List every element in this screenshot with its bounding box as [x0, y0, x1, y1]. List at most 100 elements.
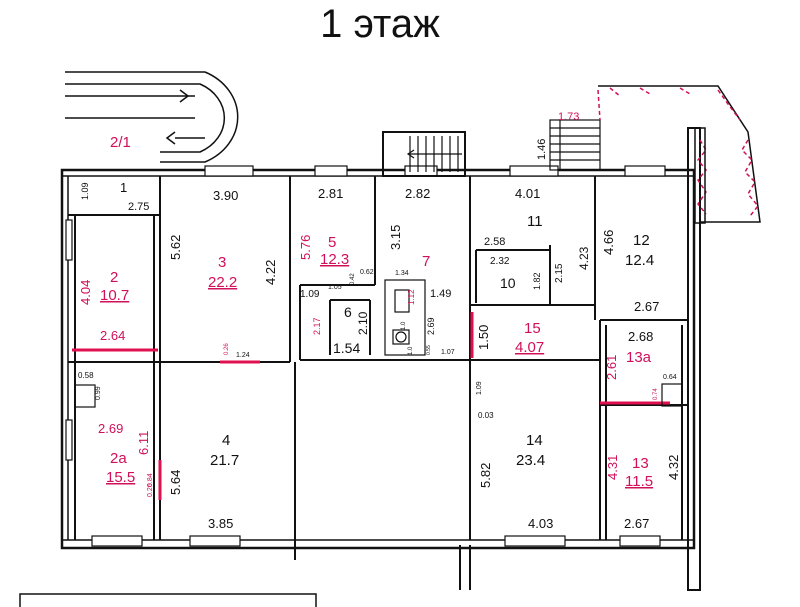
room-11-dim: 4.23	[577, 246, 591, 270]
room-7-dim: 1.0	[408, 346, 414, 355]
room-2-area: 10.7	[100, 287, 129, 304]
room-12-area: 12.4	[625, 252, 654, 269]
porch-outline	[597, 85, 761, 224]
room-11-dim: 4.01	[515, 186, 540, 201]
room-2a-dim: 0.84	[147, 473, 154, 487]
room-14-dim: 0.03	[478, 411, 494, 420]
room-2-dim: 4.04	[78, 280, 93, 305]
room-10: 2.32 10 1.82 2.15	[490, 256, 565, 291]
room-10-id: 10	[500, 275, 516, 291]
room-7-dim: 1.12	[407, 289, 416, 305]
room-2a: 2.69 6.11 2a 15.5 0.58 0.99 0.84 0.26	[74, 371, 154, 497]
room-7-dim: 1.0	[401, 321, 407, 330]
room-5-dim: 0.62	[360, 269, 374, 276]
room-13a-dim: 0.74	[653, 388, 659, 400]
room-11-dim: 2.58	[484, 236, 505, 248]
interior-walls	[68, 176, 688, 590]
room-10-dim: 1.82	[532, 272, 542, 290]
room-6-area: 1.54	[333, 340, 360, 356]
legend-box	[19, 593, 317, 607]
room-2-1-id: 2/1	[110, 134, 131, 151]
room-13a-id: 13a	[626, 349, 652, 366]
room-2-1: 2/1 1 2.75 1.09	[80, 134, 149, 213]
room-10-dim: 2.32	[490, 256, 510, 267]
room-11-id: 11	[527, 213, 543, 230]
room-5-dim: 2.81	[318, 186, 343, 201]
room-4-dim: 3.85	[208, 516, 233, 531]
room-7-dim: 0.55	[426, 345, 432, 355]
column	[661, 383, 683, 407]
room-14-dim: 1.09	[476, 381, 483, 395]
room-3-dim: 4.22	[263, 260, 278, 285]
stairs-top	[382, 131, 466, 177]
room-13-dim: 4.31	[605, 455, 620, 480]
room-13a-dim: 2.68	[628, 329, 653, 344]
room-7-dim: 2.69	[426, 317, 436, 335]
room-13: 4.31 13 11.5 4.32 2.67	[605, 455, 681, 531]
room-2-dim: 2.64	[100, 328, 125, 343]
room-3-area: 22.2	[208, 274, 237, 291]
windows	[65, 165, 666, 547]
room-7-dim: 1.34	[395, 270, 409, 277]
room-15-id: 15	[524, 320, 541, 337]
room-13a-dim: 0.64	[663, 374, 677, 381]
room-5-dim: 1.05	[328, 284, 342, 291]
room-14-dim: 5.82	[478, 463, 493, 488]
room-2a-dim: 6.11	[136, 431, 151, 455]
room-13a-dim: 2.61	[604, 355, 619, 380]
room-7-dim: 2.82	[405, 186, 430, 201]
room-5-dim: 0.42	[350, 273, 356, 285]
room-3-dim: 5.62	[168, 235, 183, 260]
room-6-dim: 2.17	[312, 317, 322, 335]
room-14-area: 23.4	[516, 452, 545, 469]
room-3: 3.90 5.62 3 22.2 4.22 0.26 1.24	[168, 188, 278, 359]
room-15-dim: 1.50	[476, 325, 491, 350]
room-14: 5.82 14 23.4 4.03 1.09 0.03	[476, 381, 553, 531]
room-14-dim: 4.03	[528, 516, 553, 531]
room-13-area: 11.5	[625, 473, 653, 490]
room-5-dim: 5.76	[298, 235, 313, 260]
room-2a-dim: 2.69	[98, 421, 123, 436]
room-13-dim: 2.67	[624, 516, 649, 531]
stairs-dim: 1.46	[536, 139, 548, 160]
room-15-area: 4.07	[515, 339, 544, 356]
room-5-dim: 1.09	[300, 289, 320, 300]
room-2-1-dim: 1	[120, 180, 127, 195]
room-15: 1.50 15 4.07	[476, 320, 544, 356]
room-7-dim: 3.15	[388, 225, 403, 250]
room-4-area: 21.7	[210, 452, 239, 469]
room-5-area: 12.3	[320, 251, 349, 268]
room-2-1-dim: 2.75	[128, 201, 149, 213]
room-3-dim: 3.90	[213, 188, 238, 203]
room-6: 6 2.10 1.54 2.17	[312, 304, 370, 356]
room-3-id: 3	[218, 254, 226, 271]
room-4-dim: 5.64	[168, 470, 183, 495]
room-11: 4.01 11 2.58 4.23	[484, 186, 591, 270]
room-7-dim: 1.49	[430, 288, 451, 300]
room-4-id: 4	[222, 432, 230, 449]
room-6-id: 6	[344, 304, 352, 320]
room-2-1-dim: 1.09	[80, 182, 90, 200]
room-13-dim: 4.32	[666, 455, 681, 480]
room-6-dim: 2.10	[356, 311, 370, 335]
room-2: 2 10.7 4.04 2.64	[78, 269, 129, 343]
room-2a-dim: 0.58	[78, 371, 94, 380]
accent-walls	[72, 312, 670, 500]
bathroom-fixtures	[384, 279, 426, 356]
room-12: 4.66 12 12.4 2.67	[601, 230, 659, 314]
room-7-dim: 1.07	[441, 349, 455, 356]
room-7-id: 7	[422, 253, 430, 270]
room-2a-dim: 0.26	[147, 483, 154, 497]
room-10-dim: 2.15	[554, 263, 565, 283]
room-2a-dim: 0.99	[95, 386, 102, 400]
stairs-dim: 1.73	[558, 111, 579, 123]
room-3-dim: 0.26	[224, 343, 230, 355]
room-5: 2.81 5.76 5 12.3 1.09 1.05 0.42 0.62	[298, 186, 374, 300]
porch-stairs	[549, 119, 601, 171]
room-5-id: 5	[328, 234, 336, 251]
room-2-id: 2	[110, 269, 118, 286]
room-13a: 2.68 2.61 13a 0.64 0.74	[604, 329, 683, 407]
room-7: 2.82 3.15 7 1.34 1.49 2.69 1.12 1.07 1.0…	[388, 186, 455, 356]
room-12-dim: 4.66	[601, 230, 616, 255]
